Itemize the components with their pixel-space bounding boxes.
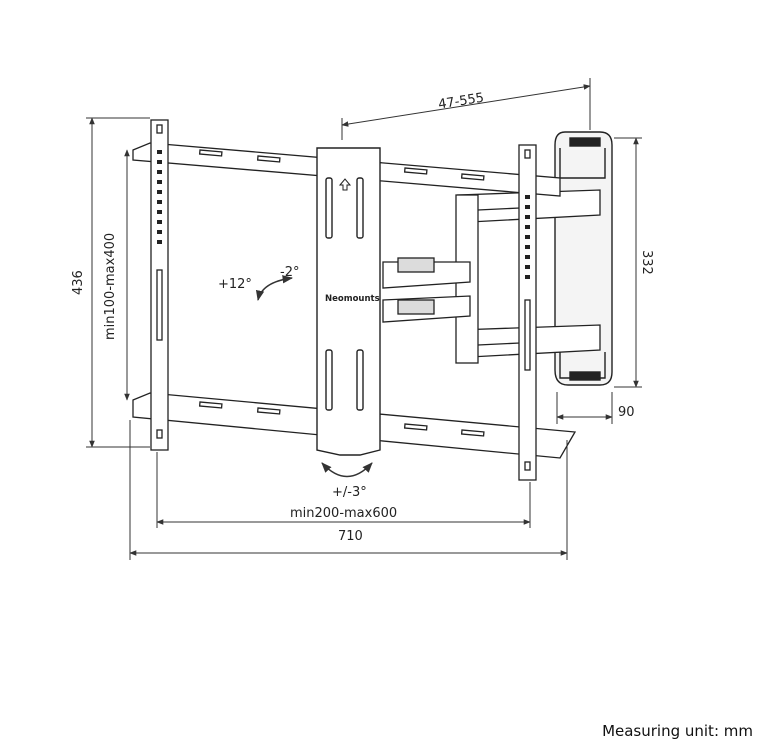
- measuring-unit-note: Measuring unit: mm: [602, 722, 753, 740]
- overall-width-label: 710: [338, 529, 363, 544]
- rotation-label: +/-3°: [332, 485, 367, 500]
- overall-height-label: 436: [71, 270, 86, 295]
- wallplate-depth-label: 90: [618, 405, 635, 420]
- tilt-indicator: [255, 275, 294, 302]
- tilt-up-label: +12°: [218, 277, 252, 292]
- vertical-bracket-right: [518, 144, 537, 481]
- vertical-bracket-left: [150, 119, 169, 451]
- dimension-wallplate-height: [614, 137, 642, 388]
- tilt-down-label: -2°: [280, 265, 299, 280]
- dimension-arm-extension: [341, 78, 591, 140]
- dimension-overall-height: [86, 117, 150, 448]
- articulating-arm: [382, 189, 601, 364]
- dimension-overall-width: [129, 420, 568, 560]
- dimension-wallplate-depth: [556, 392, 613, 424]
- arm-extension-label: 47-555: [437, 91, 485, 113]
- brand-label: Neomounts: [325, 294, 380, 304]
- dimension-vesa-width: [156, 452, 531, 528]
- wallplate-height-label: 332: [639, 250, 654, 275]
- rotation-indicator: [321, 462, 373, 478]
- vesa-height-label: min100-max400: [103, 233, 118, 340]
- vesa-width-label: min200-max600: [290, 506, 397, 521]
- center-plate: [316, 147, 381, 456]
